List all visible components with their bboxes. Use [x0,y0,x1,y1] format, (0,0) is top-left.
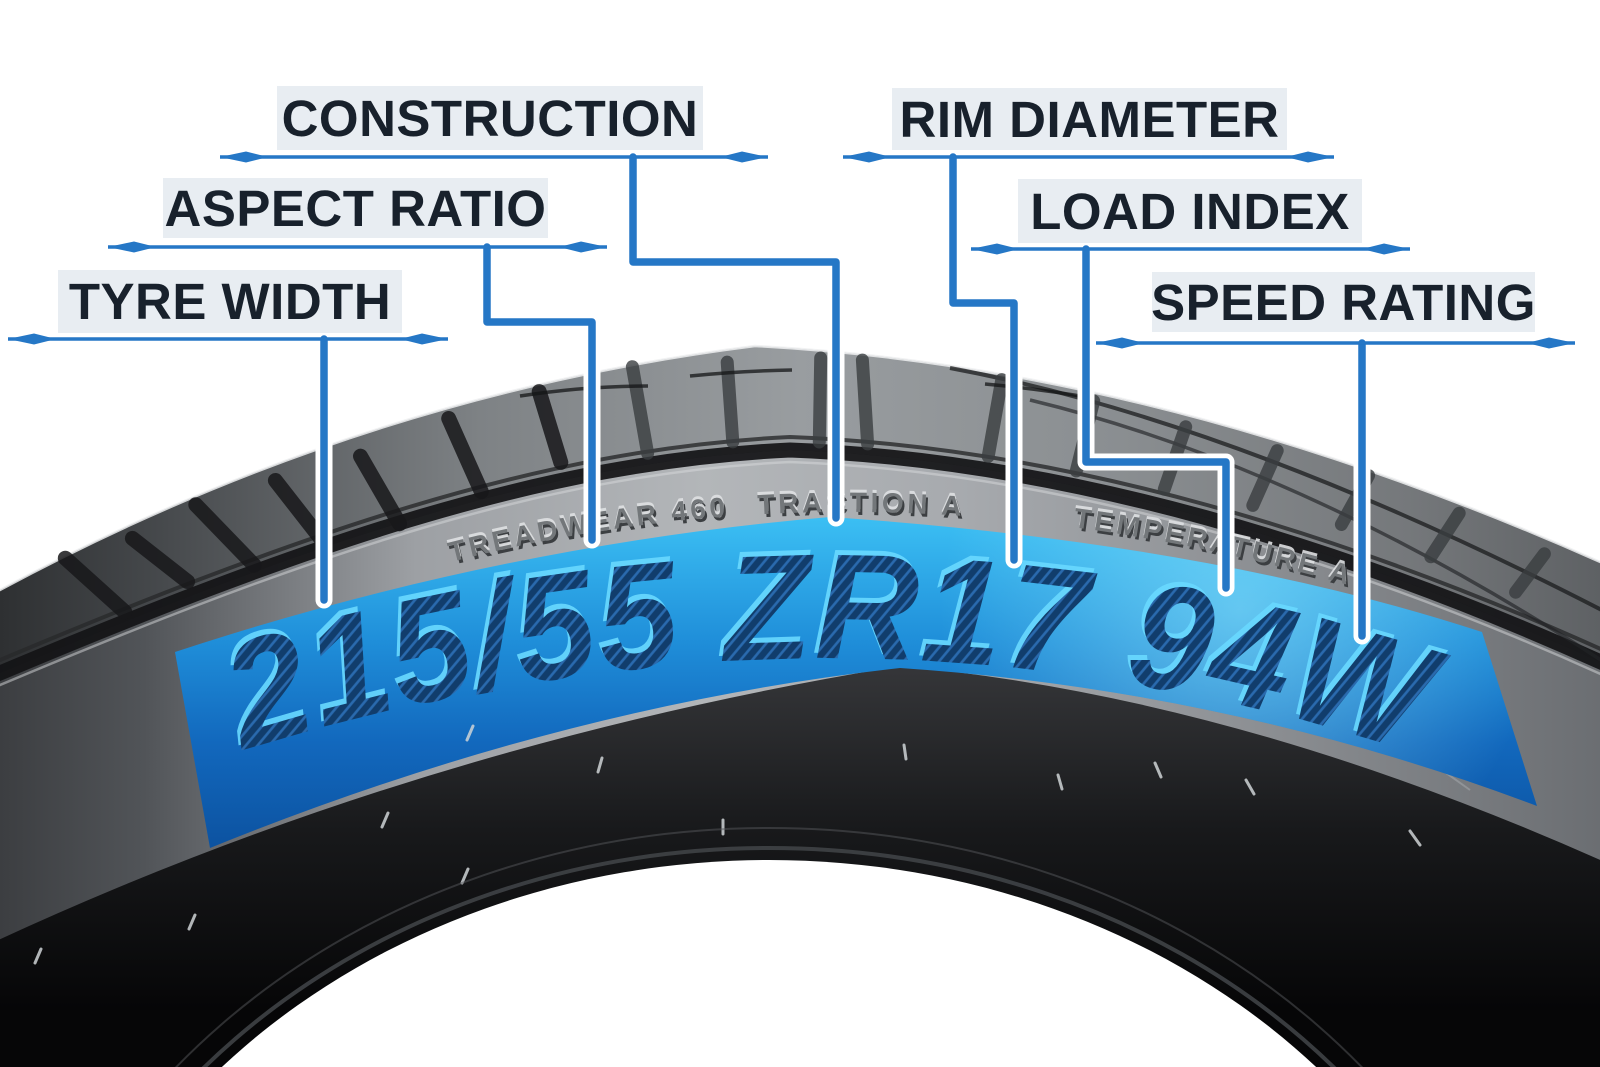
connector-lines [320,153,1366,640]
bead-rim-outer-ring [175,827,1363,1067]
outer-edge-highlight [0,344,1600,592]
underline-tyre-width [8,333,448,345]
utqg-traction-text: TRACTION A [757,487,963,522]
label-rim-diameter: RIM DIAMETER [892,88,1287,150]
tread-circumference-line-2 [1029,398,1600,662]
underline-speed-rating [1096,337,1575,349]
label-underlines [8,151,1575,349]
connector-construction [629,153,840,522]
label-tyre-width: TYRE WIDTH [58,270,402,333]
underline-construction [220,151,768,163]
connector-load-index [1082,245,1230,592]
underline-rim-diameter [843,151,1334,163]
wheel-opening [222,860,1316,1067]
svg-text:TRACTION A: TRACTION A [757,487,966,522]
marking-band-glow [175,517,1537,848]
connector-rim-diameter [949,153,1018,564]
label-construction: CONSTRUCTION [277,86,703,150]
svg-text:TRACTION A: TRACTION A [757,484,966,519]
sidewall-tick-marks [33,724,1422,965]
underline-aspect-ratio [108,241,607,253]
bead-rim-ring [201,846,1337,1067]
label-load-index: LOAD INDEX [1018,179,1362,243]
tread-grooves-left [57,384,569,620]
connector-aspect-ratio [483,243,596,544]
utqg-traction-shadow: TRACTION A [759,490,965,525]
tread-band [0,346,1600,674]
label-speed-rating: SPEED RATING [1151,272,1536,332]
utqg-traction-highlight: TRACTION A [757,484,963,519]
label-aspect-ratio: ASPECT RATIO [163,178,548,238]
underline-load-index [971,243,1410,255]
svg-text:TRACTION A: TRACTION A [759,490,968,525]
